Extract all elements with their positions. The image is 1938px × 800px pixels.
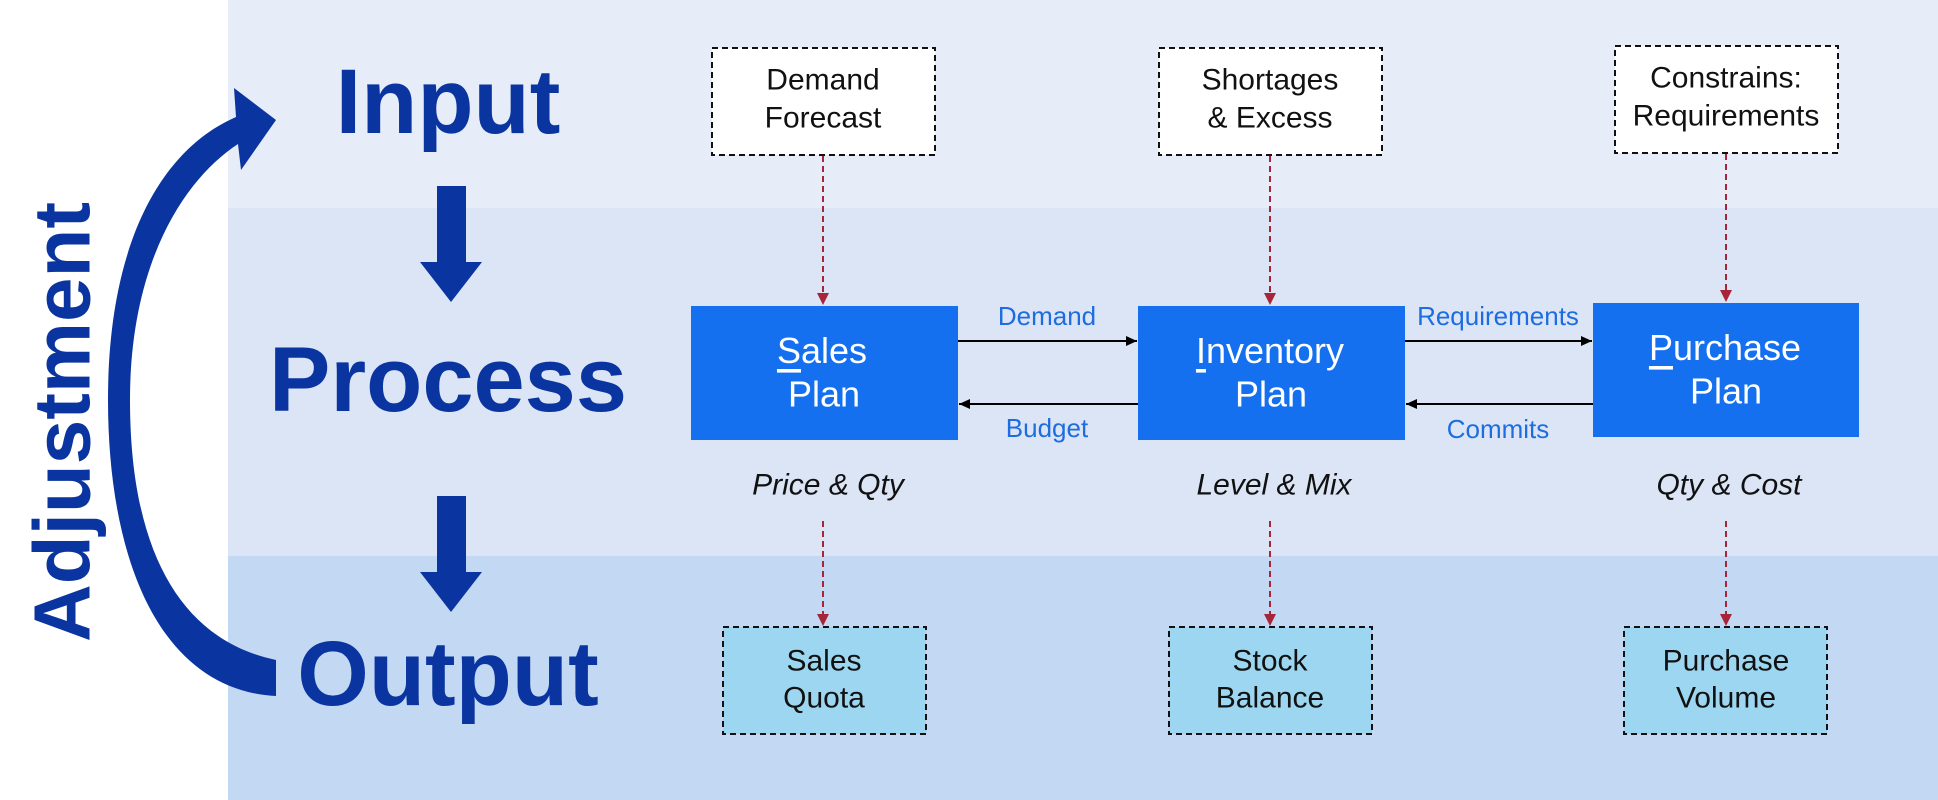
- input-box-demand-forecast: Demand Forecast: [711, 47, 936, 156]
- arrowhead-icon: [1264, 614, 1276, 626]
- output-box-sales-quota: Sales Quota: [722, 626, 927, 735]
- input-box-line: Forecast: [765, 102, 882, 135]
- input-box-constraints-requirements: Constrains: Requirements: [1614, 45, 1839, 154]
- plan-title-rest: nventory: [1206, 330, 1344, 371]
- plan-title-rest: ales: [801, 330, 867, 371]
- inventory-plan-measure: Level & Mix: [1196, 469, 1352, 502]
- output-box-line: Sales: [786, 645, 861, 678]
- plan-initial: S: [777, 330, 801, 371]
- arrowhead-icon: [1720, 290, 1732, 302]
- input-box-line: & Excess: [1207, 102, 1332, 135]
- plan-title-rest: urchase: [1673, 327, 1801, 368]
- sales-plan-box: Sales Plan: [691, 306, 958, 440]
- output-box-line: Stock: [1232, 645, 1308, 678]
- input-box-shortages-excess: Shortages & Excess: [1158, 47, 1383, 156]
- adjustment-label: Adjustment: [18, 202, 107, 642]
- output-box-stock-balance: Stock Balance: [1168, 626, 1373, 735]
- input-to-process-arrow-icon: [420, 186, 482, 302]
- budget-flow-label: Budget: [1006, 413, 1089, 443]
- purchase-plan-measure: Qty & Cost: [1656, 469, 1803, 502]
- plan-initial: P: [1649, 327, 1673, 368]
- plan-title-line2: Plan: [1690, 371, 1762, 412]
- inventory-plan-box: Inventory Plan: [1138, 306, 1405, 440]
- purchase-plan-box: Purchase Plan: [1593, 303, 1859, 437]
- output-box-line: Quota: [783, 682, 865, 715]
- plan-initial: I: [1196, 330, 1206, 371]
- adjustment-curve-arrow: [108, 88, 276, 696]
- output-box-line: Purchase: [1663, 645, 1790, 678]
- input-box-line: Demand: [766, 64, 879, 97]
- stage-process-title: Process: [269, 329, 627, 431]
- arrowhead-icon: [817, 293, 829, 305]
- stage-output-title: Output: [297, 623, 598, 725]
- process-to-output-arrow-icon: [420, 496, 482, 612]
- input-box-line: Constrains:: [1650, 62, 1802, 95]
- svg-text:Inventory: Inventory: [1196, 330, 1344, 371]
- stage-input-title: Input: [336, 51, 561, 153]
- sales-plan-measure: Price & Qty: [752, 469, 906, 502]
- arrowhead-icon: [1264, 293, 1276, 305]
- arrowhead-icon: [817, 614, 829, 626]
- input-box-line: Requirements: [1633, 100, 1820, 133]
- plan-title-line2: Plan: [1235, 374, 1307, 415]
- output-box-line: Balance: [1216, 682, 1324, 715]
- requirements-flow-label: Requirements: [1417, 301, 1579, 331]
- output-box-line: Volume: [1676, 682, 1776, 715]
- svg-text:Sales: Sales: [777, 330, 867, 371]
- svg-text:Purchase: Purchase: [1649, 327, 1801, 368]
- arrowhead-icon: [1720, 614, 1732, 626]
- plan-title-line2: Plan: [788, 374, 860, 415]
- demand-flow-label: Demand: [998, 301, 1096, 331]
- input-box-line: Shortages: [1202, 64, 1339, 97]
- output-box-purchase-volume: Purchase Volume: [1623, 626, 1828, 735]
- commits-flow-label: Commits: [1447, 414, 1550, 444]
